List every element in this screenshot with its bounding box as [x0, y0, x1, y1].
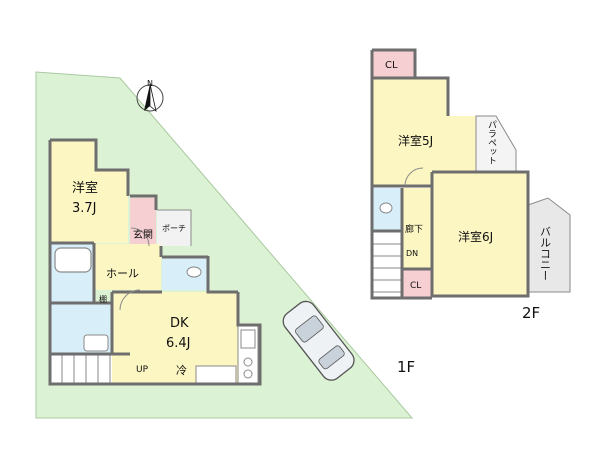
room-western-5j: [372, 78, 476, 186]
label-western-room-6j: 洋室6J: [458, 229, 493, 244]
label-western-room-1f-size: 3.7J: [72, 201, 97, 216]
label-hall: ホール: [106, 267, 139, 280]
label-floor-2f: 2F: [522, 304, 540, 322]
label-fridge: 冷: [176, 364, 187, 377]
corridor: [402, 188, 432, 268]
car-icon: [282, 300, 355, 381]
label-up: UP: [136, 365, 149, 375]
label-parapet: パラペット: [486, 120, 497, 165]
closet-bottom: [403, 270, 432, 298]
label-dk-size: 6.4J: [166, 336, 191, 351]
label-western-room-5j: 洋室5J: [398, 133, 433, 148]
label-dn: DN: [406, 249, 418, 258]
label-floor-1f: 1F: [397, 358, 415, 376]
compass: N: [136, 79, 164, 113]
room-western-3-7: [50, 140, 128, 243]
room-hall: [95, 244, 161, 290]
room-entrance: [130, 198, 156, 248]
first-floor: [48, 138, 262, 386]
label-closet-top: CL: [385, 60, 398, 71]
label-closet-bottom: CL: [410, 281, 421, 291]
parapet-area: [475, 115, 517, 173]
label-dk: DK: [170, 316, 189, 331]
label-porch: ポーチ: [162, 224, 186, 233]
room-porch: [157, 210, 191, 246]
label-balcony: バルコニー: [539, 226, 552, 281]
stairs-1f-steps: [61, 354, 123, 384]
stairs-2f: [372, 232, 402, 298]
north-arrow-icon: [144, 84, 150, 111]
second-floor: [370, 48, 571, 300]
closet-top: [372, 50, 415, 78]
label-western-room-1f: 洋室: [72, 180, 98, 196]
room-western-6j: [432, 172, 528, 296]
stairs-2f-steps: [372, 243, 402, 293]
label-entrance: 玄関: [133, 228, 153, 241]
label-shelf: 棚: [99, 294, 107, 304]
label-corridor: 廊下: [405, 223, 423, 235]
compass-label: N: [147, 79, 153, 88]
